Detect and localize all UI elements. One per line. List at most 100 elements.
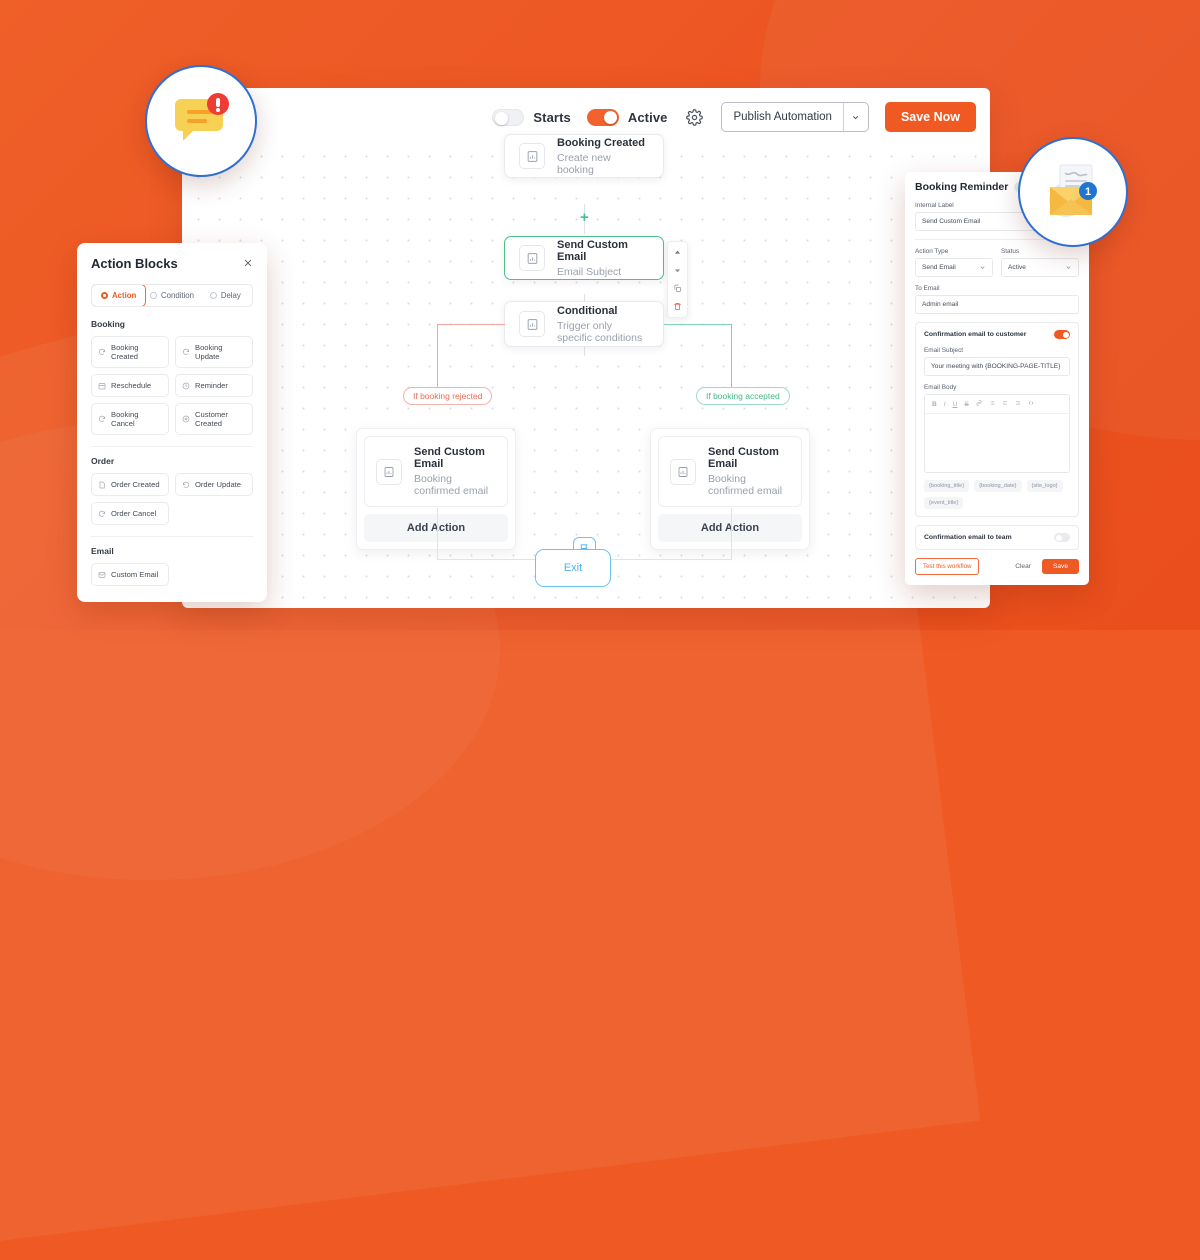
customer-email-card-header: Confirmation email to customer	[924, 330, 1070, 339]
group-label-order: Order	[91, 456, 115, 466]
merge-tag[interactable]: {event_title}	[924, 497, 964, 509]
block-item-custom-email[interactable]: Custom Email	[91, 563, 169, 586]
team-email-toggle[interactable]	[1054, 533, 1070, 542]
close-icon[interactable]	[243, 258, 253, 270]
branch-pill-accepted[interactable]: If booking accepted	[696, 387, 790, 405]
branch-node-rejected[interactable]: Send Custom Email Booking confirmed emai…	[364, 436, 508, 507]
group-items-booking: Booking Created Booking Update Reschedul…	[91, 336, 253, 435]
gear-icon[interactable]	[683, 106, 705, 128]
active-toggle[interactable]	[586, 108, 619, 126]
editor-toolbar[interactable]: B I U S	[925, 395, 1069, 414]
move-down-icon[interactable]	[671, 264, 684, 277]
email-body-editor[interactable]: B I U S	[924, 394, 1070, 473]
radio-selected-icon	[101, 292, 109, 299]
team-email-card: Confirmation email to team	[915, 525, 1079, 550]
calendar-icon	[98, 382, 106, 390]
block-item-reschedule[interactable]: Reschedule	[91, 374, 169, 397]
email-body-textarea[interactable]	[925, 414, 1069, 472]
action-blocks-tabs[interactable]: Action Condition Delay	[91, 284, 253, 307]
underline-icon[interactable]: U	[952, 400, 958, 408]
add-action-button-accepted[interactable]: Add Action	[658, 514, 802, 542]
merge-tag[interactable]: {booking_date}	[974, 480, 1022, 492]
branch-line-accepted	[731, 324, 732, 396]
test-workflow-button[interactable]: Test this workflow	[915, 558, 980, 575]
mail-icon	[98, 571, 106, 579]
node-title: Conditional	[557, 304, 618, 317]
block-item-label: Booking Created	[111, 343, 139, 361]
starts-toggle-group[interactable]: Starts	[492, 108, 571, 126]
node-title: Send Custom Email	[414, 446, 485, 470]
email-subject-input[interactable]: Your meeting with {BOOKING-PAGE-TITLE}	[924, 357, 1070, 376]
chevron-down-icon[interactable]	[842, 103, 868, 131]
flow-node-send-custom-email[interactable]: Send Custom Email Email Subject	[504, 236, 664, 280]
status-value: Active	[1008, 264, 1026, 271]
chat-bubble-notification-badge	[145, 65, 257, 177]
flow-node-conditional[interactable]: Conditional Trigger only specific condit…	[504, 301, 664, 347]
align-justify-icon[interactable]	[1015, 400, 1021, 408]
group-label-email: Email	[91, 546, 114, 556]
link-icon[interactable]	[976, 400, 982, 408]
action-type-label: Action Type	[915, 248, 949, 255]
add-node-plus-1[interactable]: +	[580, 209, 589, 226]
code-icon[interactable]	[1028, 400, 1034, 408]
exit-node[interactable]: Exit	[535, 549, 611, 587]
block-item-label: Customer Created	[195, 410, 228, 428]
publish-automation-button[interactable]: Publish Automation	[733, 111, 832, 123]
add-action-button-rejected[interactable]: Add Action	[364, 514, 508, 542]
node-title: Booking Created	[557, 136, 646, 149]
merge-tag[interactable]: {booking_title}	[924, 480, 970, 492]
refresh-icon	[98, 510, 106, 518]
duplicate-icon[interactable]	[671, 282, 684, 295]
strikethrough-icon[interactable]: S	[964, 400, 969, 408]
active-toggle-group[interactable]: Active	[586, 108, 668, 126]
block-item-order-update[interactable]: Order Update	[175, 473, 253, 496]
to-email-input[interactable]: Admin email	[915, 295, 1079, 314]
tab-delay[interactable]: Delay	[199, 285, 252, 306]
envelope-notification-badge: 1	[1018, 137, 1128, 247]
ordered-list-icon[interactable]	[989, 400, 995, 408]
merge-tag[interactable]: {site_logo}	[1026, 480, 1063, 492]
tab-condition[interactable]: Condition	[145, 285, 198, 306]
branch-card-accepted[interactable]: Send Custom Email Booking confirmed emai…	[650, 428, 810, 550]
block-item-booking-cancel[interactable]: Booking Cancel	[91, 403, 169, 435]
publish-automation-group[interactable]: Publish Automation	[721, 102, 869, 132]
chart-card-icon	[519, 143, 545, 169]
envelope-notification-icon: 1	[1049, 164, 1097, 217]
align-left-icon[interactable]	[1002, 400, 1008, 408]
branch-node-accepted[interactable]: Send Custom Email Booking confirmed emai…	[658, 436, 802, 507]
action-type-select[interactable]: Send Email	[915, 258, 993, 277]
tab-action-label: Action	[112, 291, 137, 300]
node-side-toolbar[interactable]	[667, 241, 688, 318]
block-item-customer-created[interactable]: Customer Created	[175, 403, 253, 435]
branch-pill-rejected[interactable]: If booking rejected	[403, 387, 493, 405]
branch-line-rejected	[437, 324, 505, 325]
tab-condition-label: Condition	[161, 291, 194, 300]
flow-node-booking-created[interactable]: Booking Created Create new booking	[504, 134, 664, 178]
action-type-status-row: Action Type Send Email Status Active	[915, 248, 1079, 285]
block-item-order-created[interactable]: Order Created	[91, 473, 169, 496]
block-item-reminder[interactable]: Reminder	[175, 374, 253, 397]
block-item-booking-update[interactable]: Booking Update	[175, 336, 253, 368]
refresh-icon	[98, 348, 106, 356]
tab-action[interactable]: Action	[92, 285, 147, 306]
customer-email-toggle[interactable]	[1054, 330, 1070, 339]
status-select[interactable]: Active	[1001, 258, 1079, 277]
delete-icon[interactable]	[671, 300, 684, 313]
action-blocks-title: Action Blocks	[91, 256, 178, 271]
starts-label: Starts	[533, 109, 571, 125]
branch-line-accepted	[664, 324, 732, 325]
italic-icon[interactable]: I	[943, 400, 946, 408]
branch-card-rejected[interactable]: Send Custom Email Booking confirmed emai…	[356, 428, 516, 550]
starts-toggle[interactable]	[492, 108, 525, 126]
block-item-booking-created[interactable]: Booking Created	[91, 336, 169, 368]
canvas-toolbar: Starts Active Publish Automation Save No…	[492, 102, 976, 132]
clock-icon	[182, 382, 190, 390]
save-button[interactable]: Save	[1041, 559, 1079, 574]
move-up-icon[interactable]	[671, 246, 684, 259]
bold-icon[interactable]: B	[932, 400, 937, 408]
chevron-down-icon	[1066, 266, 1071, 269]
clear-button[interactable]: Clear	[1015, 563, 1031, 570]
block-item-label: Order Cancel	[111, 509, 157, 518]
block-item-order-cancel[interactable]: Order Cancel	[91, 502, 169, 525]
save-now-button[interactable]: Save Now	[884, 102, 976, 132]
